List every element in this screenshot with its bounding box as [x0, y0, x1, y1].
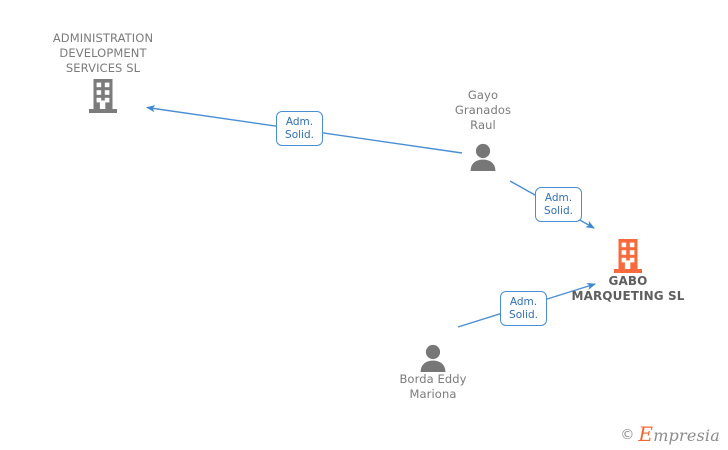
edge-label-gayo-to-administration[interactable]: Adm. Solid. — [276, 111, 323, 146]
node-gayo-granados-raul[interactable]: Gayo Granados Raul — [403, 88, 563, 171]
person-icon-wrap — [403, 133, 563, 171]
edge-label-gayo-to-gabo[interactable]: Adm. Solid. — [535, 187, 582, 222]
person-icon-wrap — [353, 334, 513, 372]
building-icon[interactable] — [88, 78, 118, 114]
building-icon-wrap — [23, 76, 183, 114]
building-icon-wrap-highlight — [548, 236, 708, 274]
node-label-borda-eddy-mariona: Borda Eddy Mariona — [399, 372, 467, 401]
node-label-administration-development-services: ADMINISTRATION DEVELOPMENT SERVICES SL — [52, 31, 154, 75]
person-icon[interactable] — [418, 344, 448, 372]
node-label-gayo-granados-raul: Gayo Granados Raul — [454, 88, 512, 132]
node-administration-development-services[interactable]: ADMINISTRATION DEVELOPMENT SERVICES SL — [23, 31, 183, 114]
node-borda-eddy-mariona[interactable]: Borda Eddy Mariona — [353, 334, 513, 402]
node-gabo-marqueting[interactable]: GABO MARQUETING SL — [548, 236, 708, 304]
node-label-gabo-marqueting: GABO MARQUETING SL — [571, 274, 685, 303]
watermark-empresia: © Empresia — [620, 424, 720, 445]
copyright-icon: © — [620, 427, 635, 443]
person-icon[interactable] — [468, 143, 498, 171]
brand-rest: mpresia — [653, 426, 720, 445]
building-icon[interactable] — [613, 238, 643, 274]
brand-initial: E — [638, 422, 654, 446]
brand-wordmark: Empresia — [638, 424, 720, 445]
edge-label-borda-to-gabo[interactable]: Adm. Solid. — [500, 291, 547, 326]
